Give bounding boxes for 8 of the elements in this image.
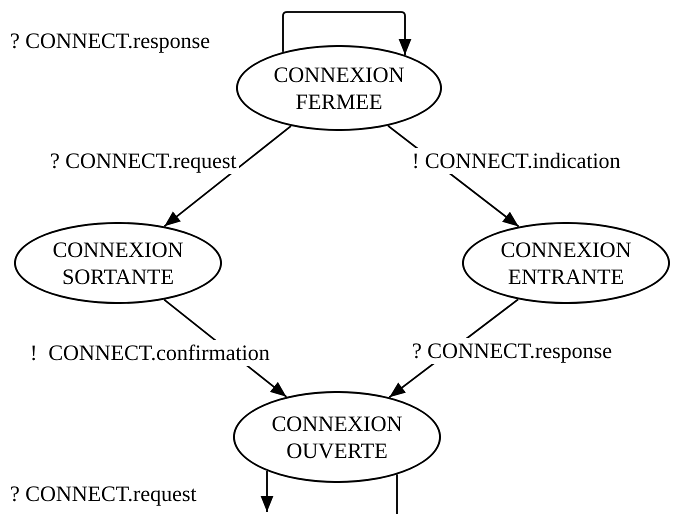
edge-label: ? CONNECT.response — [410, 338, 614, 364]
arrow — [164, 125, 292, 227]
state-name: CONNEXION ENTRANTE — [500, 236, 632, 290]
state-name: CONNEXION FERMEE — [272, 61, 406, 115]
state-name: CONNEXION OUVERTE — [270, 410, 404, 464]
state-name: CONNEXION SORTANTE — [52, 236, 184, 290]
arrow — [260, 471, 274, 512]
arrow — [282, 11, 412, 55]
